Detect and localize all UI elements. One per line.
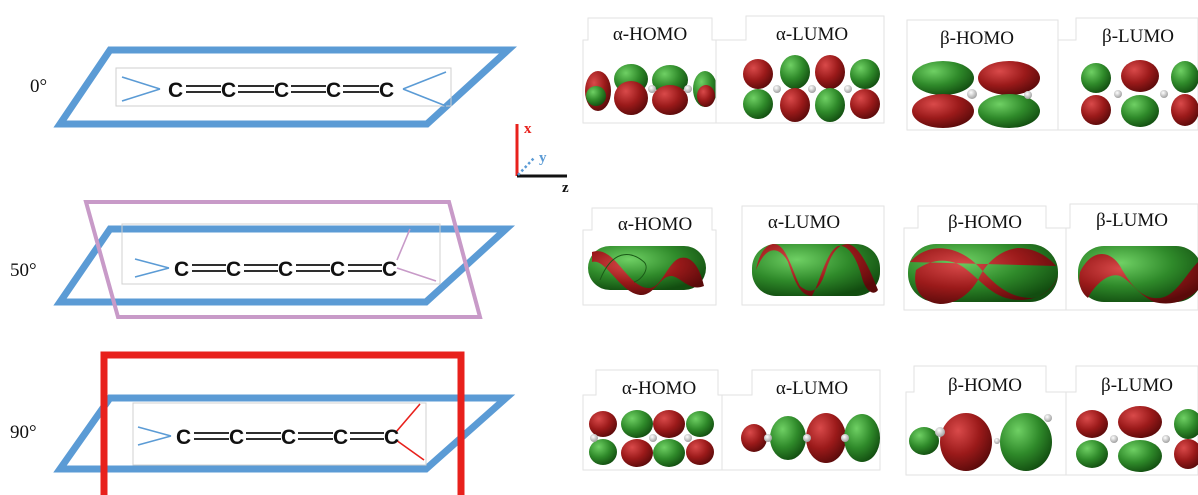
orbital-panel-alpha-homo: α-HOMO [582,369,723,471]
carbon-atom: C [384,426,399,449]
orbital-label: β-LUMO [1096,210,1168,231]
hydrogen-bonds-right [396,228,437,282]
x-axis-label: x [524,121,532,137]
axis-indicator: x y z [515,121,569,196]
orbital-label: β-LUMO [1102,26,1174,47]
orbital-panel-alpha-lumo: α-LUMO [715,15,885,124]
hydrogen-bonds-right [402,71,447,107]
carbon-atom: C [326,79,341,102]
carbon-atom: C [176,426,191,449]
orbital-panel-beta-lumo: β-LUMO [1065,365,1198,476]
row-0deg: 0° C C C C C α-HOMO [30,15,1198,131]
carbon-atom: C [168,79,183,102]
molecular-plane-blue [53,394,516,473]
orbital-panel-alpha-lumo: α-LUMO [741,205,885,306]
carbon-atom: C [226,258,241,281]
y-axis-line [517,157,535,176]
carbon-atom: C [274,79,289,102]
molecular-plane-blue [53,46,518,128]
orbital-label: α-HOMO [622,378,696,399]
hydrogen-bonds-left [134,258,170,278]
orbital-panel-beta-lumo: β-LUMO [1057,17,1198,131]
carbon-atom: C [278,258,293,281]
orbital-panel-alpha-homo: α-HOMO [582,17,717,124]
molecule-frame [115,67,452,107]
rotated-plane-red [100,351,465,495]
carbon-atom: C [379,79,394,102]
orbital-label: α-LUMO [776,24,848,45]
molecular-plane-blue [53,225,516,306]
angle-label: 0° [30,76,47,97]
orbital-label: α-LUMO [776,378,848,399]
double-bonds [194,432,384,440]
orbital-panel-beta-lumo: β-LUMO [1065,203,1198,311]
double-bonds [192,264,382,272]
y-axis-label: y [539,150,547,166]
hydrogen-bonds-right [395,403,425,461]
orbital-panel-beta-homo: β-HOMO [905,365,1067,476]
carbon-atom: C [382,258,397,281]
orbital-label: α-LUMO [768,212,840,233]
orbital-label: α-HOMO [618,214,692,235]
angle-label: 90° [10,422,37,443]
orbital-panel-beta-homo: β-HOMO [903,205,1067,311]
orbital-label: β-LUMO [1101,375,1173,396]
row-90deg: 90° C C C C C α-HOMO [10,351,1198,495]
rotated-plane-pink [83,200,483,319]
double-bonds [186,85,379,93]
molecule-frame [132,402,427,466]
orbital-label: β-HOMO [948,375,1022,396]
orbital-label: β-HOMO [948,212,1022,233]
row-50deg: 50° C C C C C α-HOMO [10,200,1198,319]
z-axis-label: z [562,180,569,196]
carbon-atom: C [330,258,345,281]
carbon-atom: C [333,426,348,449]
hydrogen-bonds-left [121,76,161,102]
orbital-label: β-HOMO [940,28,1014,49]
orbital-label: α-HOMO [613,24,687,45]
angle-label: 50° [10,260,37,281]
molecule-frame [121,223,441,285]
carbon-atom: C [221,79,236,102]
carbon-atom: C [281,426,296,449]
hydrogen-bonds-left [137,426,172,446]
orbital-panel-alpha-homo: α-HOMO [582,207,717,306]
carbon-atom: C [174,258,189,281]
orbital-panel-beta-homo: β-HOMO [906,19,1059,131]
carbon-atom: C [229,426,244,449]
orbital-panel-alpha-lumo: α-LUMO [721,369,881,471]
